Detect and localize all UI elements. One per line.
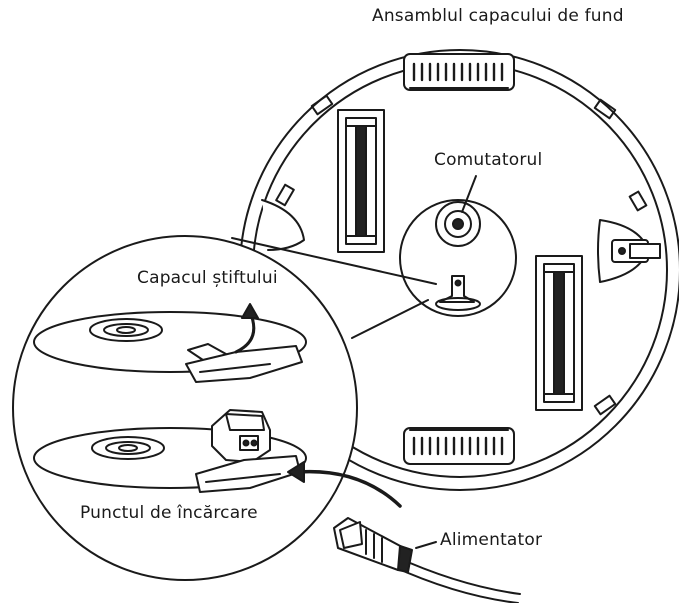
label-switch: Comutatorul — [434, 150, 543, 170]
central-hub — [399, 199, 517, 317]
power-supply-leader — [415, 541, 437, 549]
label-bottom-cover-assembly: Ansamblul capacului de fund — [372, 6, 624, 26]
right-port — [597, 219, 661, 283]
rim-tabs — [275, 94, 648, 416]
left-track — [337, 109, 385, 253]
pin-cover-arrow — [234, 303, 259, 354]
label-power-supply: Alimentator — [440, 530, 543, 550]
lower-disc — [33, 409, 307, 493]
bottom-bumper — [403, 427, 515, 465]
label-charging-point: Punctul de încărcare — [80, 503, 258, 523]
top-bumper — [403, 53, 515, 91]
switch-leader — [461, 175, 477, 213]
zoom-connectors — [231, 237, 437, 339]
power-supply-cable — [333, 517, 521, 603]
right-track — [535, 255, 583, 411]
zoom-circle — [12, 235, 402, 581]
charging-arrow — [287, 461, 402, 508]
upper-disc — [33, 311, 307, 383]
label-pin-cover: Capacul știftului — [137, 268, 278, 288]
